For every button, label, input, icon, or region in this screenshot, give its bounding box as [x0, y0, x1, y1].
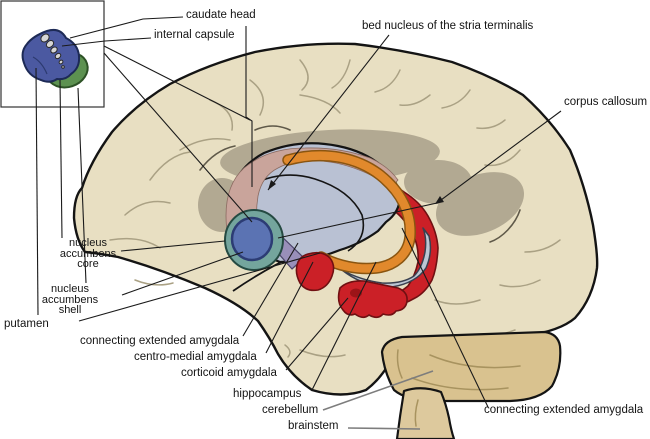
cerebellum-folds	[396, 349, 521, 391]
hippocampus-shape	[341, 227, 432, 288]
leader-inset-putamen	[35, 67, 39, 316]
corpus-callosum-arrowhead	[435, 196, 444, 204]
label-hippocampus: hippocampus	[233, 388, 302, 400]
label-caudate-head: caudate head	[186, 9, 256, 21]
lentiform-boundary-line	[245, 174, 365, 252]
leader-arrowheads	[268, 180, 444, 204]
leader-inset-shell	[77, 87, 87, 284]
label-connecting-extended-amygdala-right: connecting extended amygdala	[484, 404, 644, 416]
leader-cea-left	[242, 242, 299, 337]
label-bed-nucleus-stria-terminalis: bed nucleus of the stria terminalis	[362, 20, 534, 32]
label-nucleus-accumbens-shell: nucleus accumbens shell	[41, 283, 99, 316]
leader-lines-gray	[322, 370, 434, 430]
brainstem-shape	[395, 387, 456, 439]
centro-medial-amygdala-shape	[295, 251, 335, 292]
inset-lobe-divider	[32, 56, 48, 75]
leader-caudate-head-inset	[69, 16, 184, 39]
leader-nac-shell	[121, 251, 244, 296]
leader-putamen	[78, 252, 321, 322]
sulci-dark	[199, 125, 521, 243]
label-putamen: putamen	[4, 318, 49, 330]
leader-internal-capsule	[61, 37, 152, 47]
leader-inset-core	[59, 79, 63, 239]
leader-cea-right	[401, 227, 489, 408]
leader-brainstem	[347, 427, 421, 430]
leader-hippocampus	[311, 261, 377, 391]
leader-nac-core	[120, 240, 226, 252]
leader-centro-medial	[265, 261, 314, 354]
label-connecting-extended-amygdala-left: connecting extended amygdala	[80, 335, 240, 347]
stria-terminalis-band-fill	[283, 151, 415, 273]
label-brainstem: brainstem	[288, 420, 339, 432]
label-internal-capsule: internal capsule	[154, 29, 235, 41]
inset-internal-capsule-dots	[40, 33, 65, 69]
leader-cerebellum	[322, 370, 434, 411]
inset-ray-lower	[103, 52, 253, 223]
label-corticoid-amygdala: corticoid amygdala	[181, 367, 277, 379]
label-corpus-callosum: corpus callosum	[564, 96, 648, 108]
leader-corticoid	[285, 297, 349, 371]
inset-ray-upper	[103, 45, 251, 121]
brainstem-fold	[414, 399, 419, 427]
label-cerebellum: cerebellum	[262, 404, 319, 416]
label-nucleus-accumbens-core: nucleus accumbens core	[59, 237, 117, 270]
inset-striatum-blue	[21, 28, 81, 83]
bnst-arrowhead	[268, 180, 276, 190]
leader-bnst	[267, 34, 390, 191]
nucleus-accumbens-core-shape	[230, 216, 274, 262]
label-centro-medial-amygdala: centro-medial amygdala	[134, 351, 257, 363]
